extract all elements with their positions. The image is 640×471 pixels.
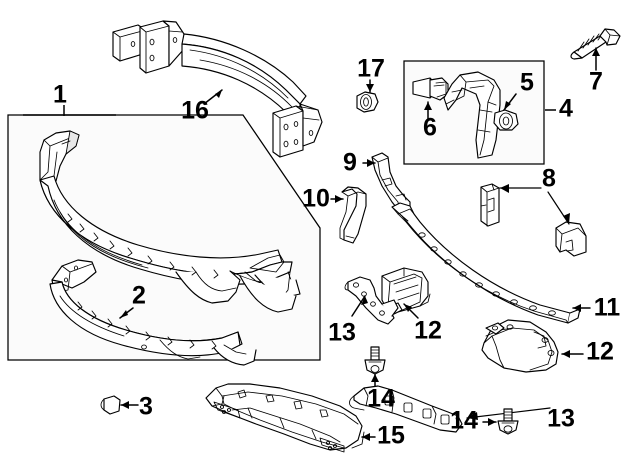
callout-7-arrowhead: [592, 48, 600, 56]
part-reinforcement-bar: [391, 202, 581, 324]
callout-number-3: 3: [139, 393, 153, 421]
callout-number-4: 4: [559, 95, 573, 123]
group-box-1: [7, 114, 321, 361]
callout-number-13: 13: [328, 319, 356, 347]
part-nut-5: [493, 109, 519, 131]
part-side-bracket-4: [443, 71, 501, 159]
part-lower-deflector: [205, 383, 365, 453]
part-bumper-cover: [39, 130, 301, 313]
callout-number-8: 8: [542, 165, 556, 193]
callout-5-arrowhead: [504, 101, 511, 110]
callout-9-arrowhead: [367, 159, 375, 167]
part-bracket-12b: [481, 319, 559, 373]
part-impact-bar: [112, 20, 323, 158]
part-bracket-13a: [344, 276, 399, 325]
callout-12a-arrowhead: [404, 304, 412, 312]
callout-14a-arrowhead: [371, 374, 379, 382]
callout-number-10: 10: [302, 185, 330, 213]
part-retainer-clip-8a: [480, 183, 500, 227]
part-bracket-13b: [349, 385, 463, 433]
callout-15-arrowhead: [362, 433, 370, 441]
part-tow-hook-cap: [100, 395, 121, 415]
callout-number-14-right: 14: [450, 407, 478, 435]
part-side-guide-9: [371, 152, 411, 213]
callout-number-15: 15: [377, 422, 405, 450]
callout-number-14: 14: [367, 385, 395, 413]
callout-12b-arrowhead: [562, 350, 570, 358]
callout-number-1: 1: [53, 81, 67, 109]
callout-16-arrowhead: [215, 90, 222, 98]
part-lower-valance: [49, 259, 257, 366]
callout-number-16: 16: [181, 97, 209, 125]
callout-14b-arrowhead: [488, 418, 496, 426]
callout-6-arrowhead: [424, 102, 432, 110]
callout-10-arrowhead: [335, 195, 343, 203]
part-flange-nut-17: [356, 91, 379, 113]
callout-number-2: 2: [132, 282, 146, 310]
callout-13a-arrowhead: [361, 296, 368, 305]
callout-number-13-right: 13: [547, 405, 575, 433]
callout-number-12-lower: 12: [586, 338, 614, 366]
callout-13a-leader: [351, 295, 366, 317]
callout-number-17: 17: [357, 55, 385, 83]
callout-number-12: 12: [414, 317, 442, 345]
part-hex-bolt-7: [570, 28, 621, 60]
part-retainer-clip-8b: [555, 221, 587, 257]
callout-number-9: 9: [343, 149, 357, 177]
part-push-rivet-6: [412, 77, 449, 101]
callout-number-6: 6: [423, 114, 437, 142]
callout-2-arrowhead: [120, 310, 128, 318]
callout-number-5: 5: [520, 69, 534, 97]
callout-3-arrowhead: [121, 401, 129, 409]
callout-8-arrowhead-lower: [563, 213, 570, 224]
callout-17-arrowhead: [366, 84, 374, 92]
part-side-guide-10: [339, 186, 367, 244]
callout-number-11: 11: [594, 294, 621, 322]
callout-13b-arrowhead: [467, 412, 478, 420]
callout-number-7: 7: [589, 68, 603, 96]
part-bolt-14a: [364, 346, 386, 375]
callout-11-arrowhead: [573, 304, 581, 312]
part-bolt-14b: [497, 408, 519, 435]
callout-8-arrowhead-upper: [500, 184, 509, 193]
